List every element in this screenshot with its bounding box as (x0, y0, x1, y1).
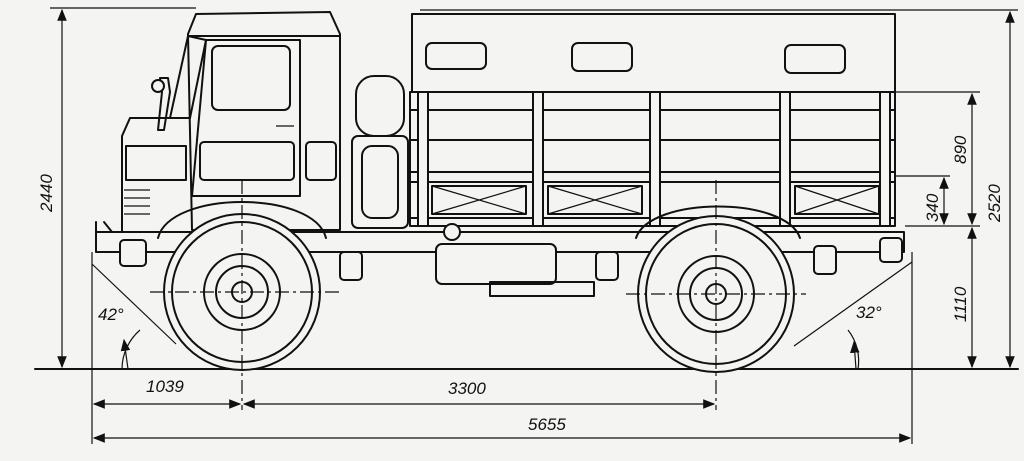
spare-wheel (351, 75, 409, 229)
cargo-body (409, 91, 896, 227)
dim-label-3300: 3300 (448, 379, 486, 398)
canopy-window (571, 42, 633, 72)
dim-label-2440: 2440 (37, 174, 56, 213)
dim-label-890: 890 (951, 135, 970, 164)
dim-label-5655: 5655 (528, 415, 566, 434)
chassis (95, 221, 905, 297)
canopy-window (784, 44, 846, 74)
rear-wheel-arch (635, 205, 801, 239)
front-wheel-arch (157, 201, 327, 239)
dim-label-1039: 1039 (146, 377, 184, 396)
dim-label-340: 340 (923, 193, 942, 222)
approach-angle-label: 42° (98, 305, 124, 324)
departure-angle-label: 32° (856, 303, 882, 322)
dim-label-1110: 1110 (951, 286, 970, 322)
cab (121, 11, 341, 233)
canopy-window (425, 42, 487, 70)
dim-label-2520: 2520 (985, 184, 1004, 223)
canopy (411, 13, 896, 93)
